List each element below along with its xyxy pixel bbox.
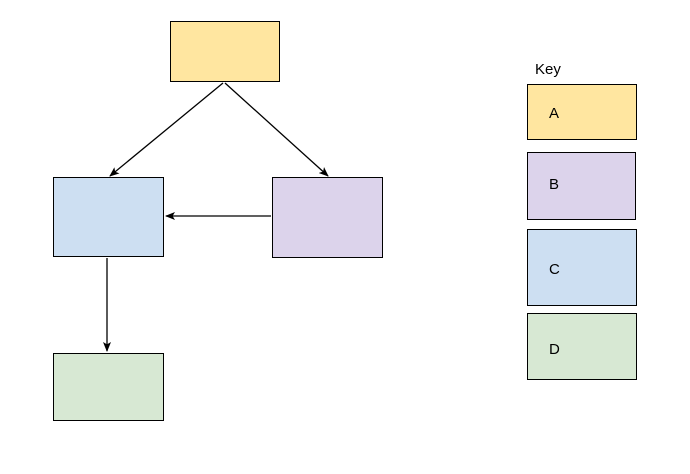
node-a-top[interactable] [170, 21, 280, 82]
key-item-d-label: D [549, 341, 560, 358]
key-item-a-label: A [549, 105, 560, 122]
key-item-d[interactable] [527, 313, 637, 380]
key-item-c[interactable] [527, 229, 637, 306]
node-d-bottom[interactable] [53, 353, 164, 421]
edge-top-to-left [109, 82, 224, 177]
node-c-left[interactable] [53, 177, 164, 257]
node-b-right[interactable] [272, 177, 383, 258]
key-item-c-label: C [549, 261, 560, 278]
key-item-b[interactable] [527, 152, 636, 220]
key-title: Key [535, 61, 561, 78]
key-item-a[interactable] [527, 84, 637, 140]
edge-top-to-right [224, 82, 329, 177]
key-item-b-label: B [549, 176, 560, 193]
